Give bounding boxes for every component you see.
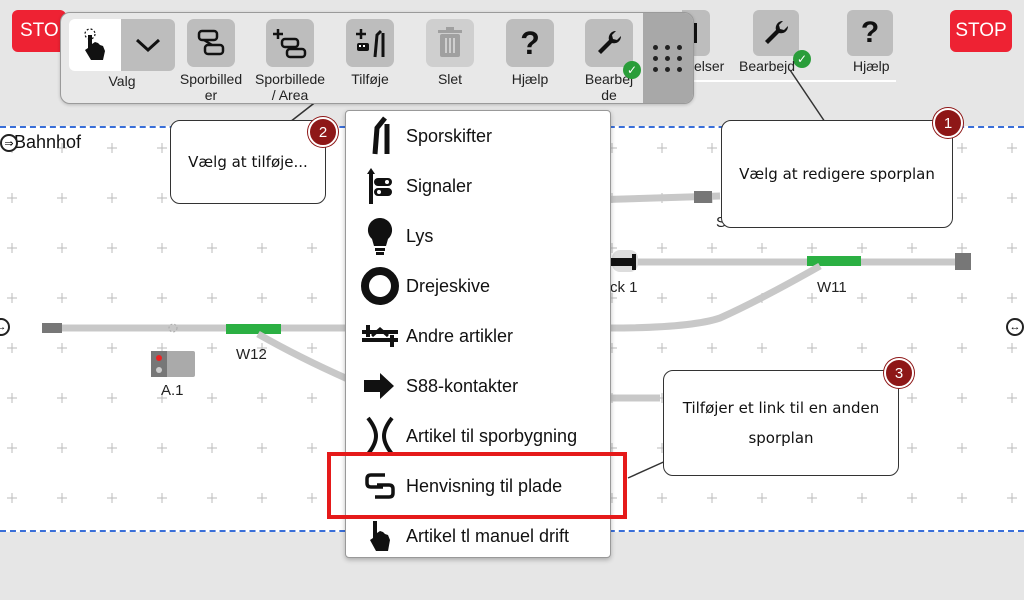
wrench-icon (765, 20, 789, 44)
menu-item-page-link[interactable]: Henvisning til plade (346, 461, 610, 511)
callout-3-text-line1: Tilføjer et link til en anden (682, 399, 880, 417)
page-title: ⇒ Bahnhof (0, 132, 82, 153)
callout-1-badge: 1 (933, 108, 963, 138)
callout-2-badge: 2 (308, 117, 338, 147)
wrench-icon (598, 30, 622, 54)
bulb-icon (367, 217, 393, 255)
edge-link-right-icon[interactable]: ↔ (1006, 318, 1024, 336)
menu-item-lights[interactable]: Lys (346, 211, 610, 261)
add-track-plan-button[interactable]: Sporbillede / Area (255, 19, 325, 103)
hand-icon (370, 521, 390, 551)
menu-item-manual-operation[interactable]: Artikel tl manuel drift (346, 511, 610, 561)
edit-checkmark-icon: ✓ (623, 61, 641, 79)
edit-toolbar: Valg Sporbilleder Sporbillede / Area Til… (60, 12, 694, 104)
callout-3-text-line2: sporplan (748, 429, 814, 447)
turntable-icon (361, 267, 399, 305)
callout-1-text: Vælg at redigere sporplan (739, 165, 935, 183)
callout-1: Vælg at redigere sporplan (721, 120, 953, 228)
menu-item-s88[interactable]: S88-kontakter (346, 361, 610, 411)
turnout-label-w12: W12 (236, 346, 267, 363)
add-item-button[interactable]: Tilføje (335, 19, 405, 87)
edit-button[interactable]: Bearbejde (574, 19, 644, 103)
page-link-left-icon[interactable]: ⇒ (0, 134, 18, 152)
question-icon: ? (520, 24, 540, 61)
highlight-frame (327, 452, 627, 519)
menu-label-turntable: Drejeskive (406, 275, 491, 296)
turnout-icon (372, 116, 390, 155)
menu-label-other-items: Andre artikler (406, 325, 514, 346)
callout-2: Vælg at tilføje... (170, 120, 326, 204)
plan-title: Bahnhof (14, 132, 82, 152)
page-link-icon (365, 473, 395, 499)
menu-item-turnouts[interactable]: Sporskifter (346, 111, 610, 161)
menu-item-track-building[interactable]: Artikel til sporbygning (346, 411, 610, 461)
track-building-icon (366, 416, 394, 456)
delete-label: Slet (437, 71, 463, 87)
other-items-icon (362, 325, 398, 347)
signal-icon (367, 168, 392, 204)
edit-label: Bearbejde (584, 71, 634, 103)
block-label: ck 1 (610, 279, 638, 296)
toolbar-underline (694, 80, 896, 82)
track-plans-button[interactable]: Sporbilleder (176, 19, 246, 103)
help-label: Hjælp (511, 71, 549, 87)
menu-label-manual-operation: Artikel tl manuel drift (406, 525, 570, 546)
edit-checkmark-icon: ✓ (793, 50, 811, 68)
add-track-plan-icon (273, 29, 307, 59)
menu-label-turnouts: Sporskifter (406, 125, 493, 146)
callout-2-text: Vælg at tilføje... (188, 153, 308, 171)
stop-button-left[interactable]: STOP (12, 10, 66, 52)
menu-label-s88: S88-kontakter (406, 375, 519, 396)
select-mode-box[interactable] (69, 19, 175, 71)
signal-label-partial: S (716, 214, 727, 231)
menu-label-lights: Lys (406, 225, 434, 246)
pointer-icon (84, 28, 105, 60)
menu-label-page-link: Henvisning til plade (406, 475, 563, 496)
track-plans-label: Sporbilleder (179, 71, 243, 103)
turnout-label-w11: W11 (817, 279, 847, 296)
help-label-right: Hjælp (853, 58, 890, 74)
signal-label-a1: A.1 (161, 382, 184, 399)
track-plans-icon (197, 29, 225, 56)
delete-button[interactable]: Slet (415, 19, 485, 87)
edit-label-right: Bearbejd (739, 58, 796, 74)
add-item-icon (356, 29, 385, 58)
chevron-down-icon (135, 38, 161, 53)
menu-item-other-items[interactable]: Andre artikler (346, 311, 610, 361)
help-button[interactable]: ? Hjælp (495, 19, 565, 87)
add-item-menu: Sporskifter Signaler Lys Drejeskive Andr… (345, 110, 611, 558)
menu-item-turntable[interactable]: Drejeskive (346, 261, 610, 311)
edit-button-right[interactable] (753, 10, 799, 56)
edge-link-left-icon[interactable]: → (0, 318, 10, 336)
select-label: Valg (108, 73, 136, 89)
s88-contact-icon (364, 373, 394, 399)
list-label: elser (694, 58, 725, 74)
toolbar-drag-handle[interactable] (643, 13, 693, 103)
menu-label-track-building: Artikel til sporbygning (406, 425, 578, 446)
pointer-button[interactable] (69, 19, 121, 71)
callout-3-badge: 3 (884, 358, 914, 388)
help-button-right[interactable]: ? (847, 10, 893, 56)
add-track-plan-label: Sporbillede / Area (255, 71, 326, 103)
trash-icon (438, 27, 462, 57)
select-dropdown-button[interactable] (121, 19, 175, 71)
question-icon: ? (860, 16, 880, 49)
menu-label-signals: Signaler (406, 175, 473, 196)
menu-item-signals[interactable]: Signaler (346, 161, 610, 211)
stop-button-right[interactable]: STOP (950, 10, 1012, 52)
list-icon (693, 23, 697, 43)
add-item-label: Tilføje (351, 71, 389, 87)
callout-3: Tilføjer et link til en anden sporplan (663, 370, 899, 476)
